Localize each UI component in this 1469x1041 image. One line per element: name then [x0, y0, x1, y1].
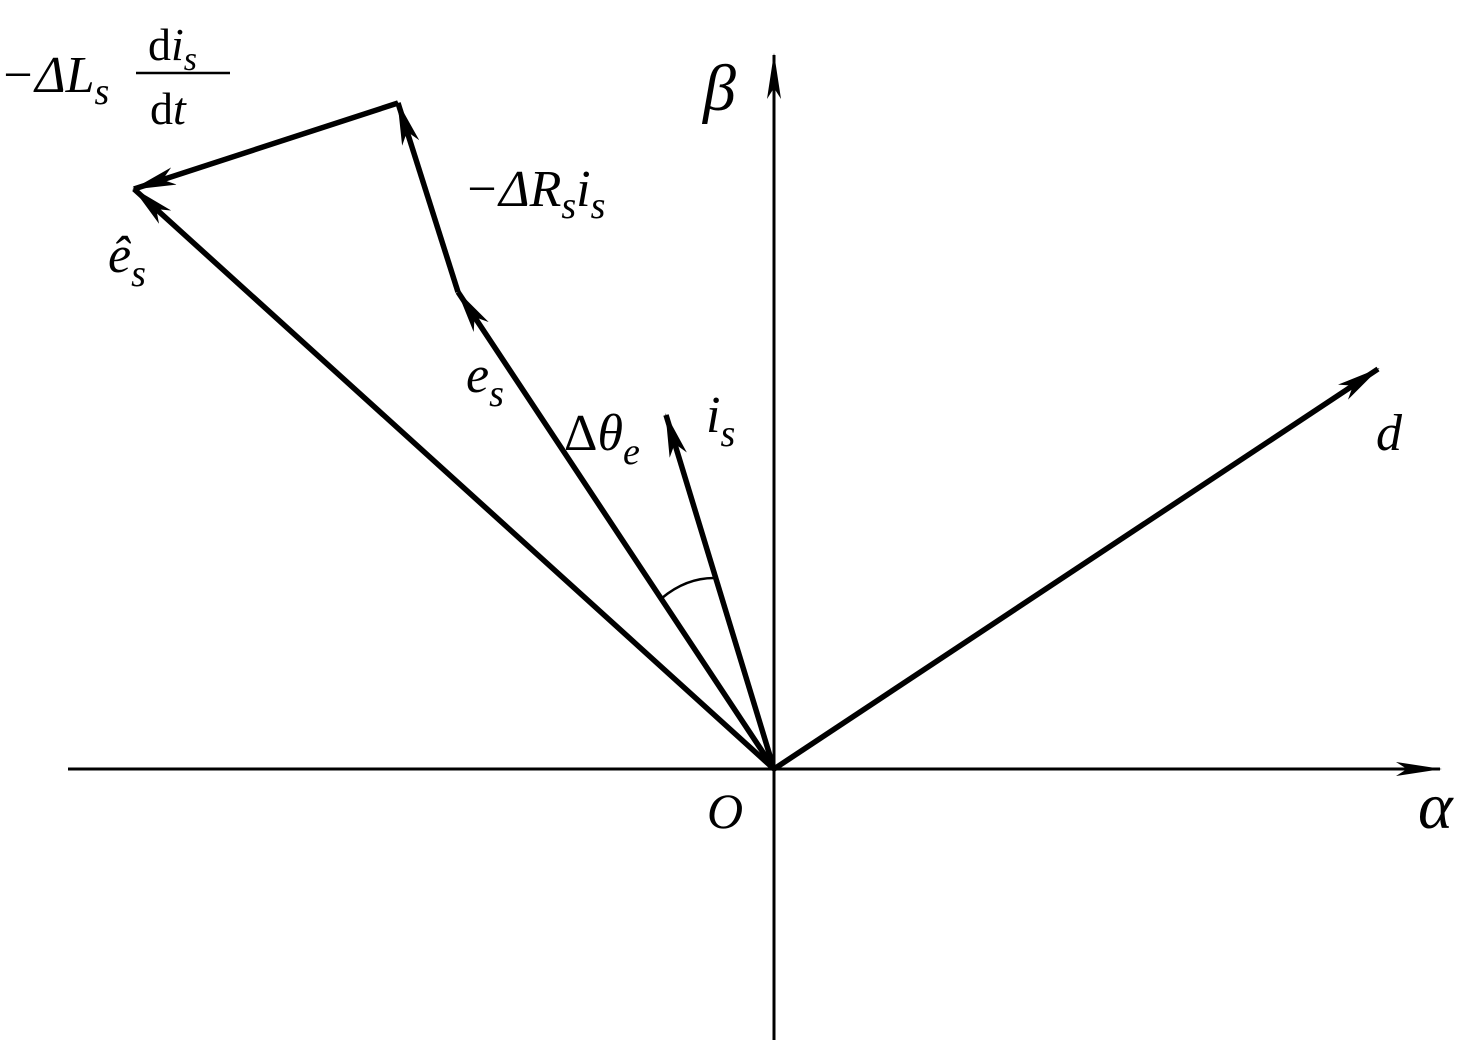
neg-delta-rs-is-vector [395, 101, 461, 293]
i-s-vector [663, 413, 777, 770]
d-axis-label: d [1376, 405, 1403, 462]
e-s-vector [455, 290, 777, 771]
svg-text:dt: dt [150, 83, 187, 134]
svg-text:dis: dis [148, 19, 197, 78]
e-hat-s-label: ês [108, 227, 146, 295]
alpha-label: α [1418, 770, 1454, 843]
delta-theta-arc [661, 576, 715, 599]
neg-delta-ls-dis-dt-label: −ΔLs dis dt [0, 19, 230, 134]
d-axis-vector [772, 366, 1380, 772]
e-hat-s-vector [132, 186, 776, 772]
i-s-label: is [706, 387, 735, 455]
neg-delta-rs-is-label: −ΔRsis [464, 161, 605, 227]
delta-theta-e-label: Δθe [564, 405, 640, 473]
svg-text:−ΔLs: −ΔLs [0, 47, 109, 113]
e-s-label: es [466, 347, 504, 415]
neg-delta-ls-dis-dt-vector [132, 100, 399, 192]
beta-label: β [701, 52, 736, 125]
origin-label: O [707, 783, 743, 839]
